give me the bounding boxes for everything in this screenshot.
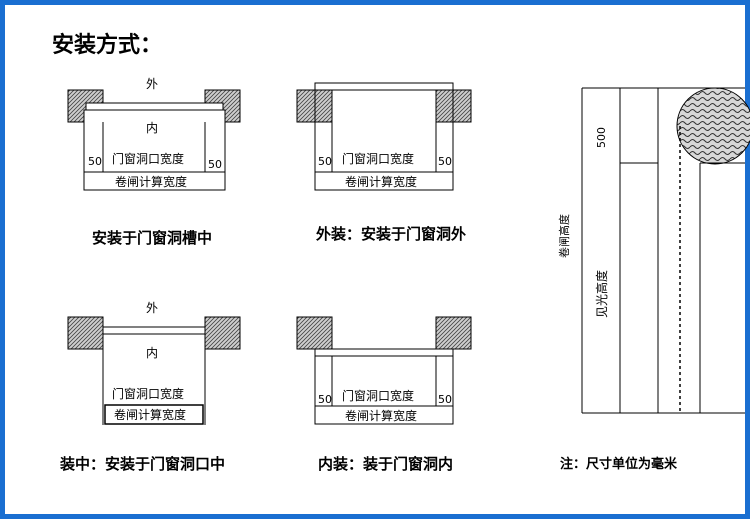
opening-width-label: 门窗洞口宽度 — [342, 388, 414, 403]
calc-width-bar — [314, 171, 454, 191]
left-wall — [296, 316, 333, 350]
opening-width-label: 门窗洞口宽度 — [112, 151, 184, 166]
margin-left-label: 50 — [318, 155, 332, 168]
calc-width-label: 卷闸计算宽度 — [114, 407, 186, 422]
caption-inside-mount: 内装：装于门窗洞内 — [318, 455, 453, 473]
margin-left-label: 50 — [88, 155, 102, 168]
margin-right-label: 50 — [438, 155, 452, 168]
diagram-inside-mount: 50 门窗洞口宽度 50 卷闸计算宽度 内装：装于门窗洞内 — [296, 316, 472, 473]
inside-label: 内 — [146, 121, 158, 135]
caption-outside-mount: 外装：安装于门窗洞外 — [315, 225, 466, 243]
calc-width-bar — [104, 404, 204, 425]
outside-label: 外 — [146, 301, 158, 315]
caption-center-mount: 装中：安装于门窗洞口中 — [59, 455, 225, 473]
top-slat — [314, 82, 454, 91]
shutter-roll-icon — [676, 87, 750, 165]
clear-height-label: 见光高度 — [594, 270, 609, 318]
top-slat — [102, 326, 206, 335]
unit-note: 注：尺寸单位为毫米 — [560, 456, 678, 472]
side-elevation: 500 卷闸高度 见光高度 注：尺寸单位为毫米 — [557, 87, 750, 472]
calc-width-label: 卷闸计算宽度 — [345, 408, 417, 423]
inside-label: 内 — [146, 346, 158, 360]
shutter-height-label: 卷闸高度 — [557, 214, 571, 258]
calc-width-bar — [314, 405, 454, 425]
diagram-in-groove: 外 内 50 门窗洞口宽度 50 卷闸计算宽度 安装于门窗洞槽中 — [67, 77, 241, 247]
frame-body — [83, 109, 226, 173]
top-slat — [314, 348, 454, 357]
calc-width-bar — [83, 171, 226, 191]
opening-width-label: 门窗洞口宽度 — [342, 151, 414, 166]
page-title: 安装方式： — [52, 32, 162, 58]
calc-width-label: 卷闸计算宽度 — [345, 174, 417, 189]
outside-label: 外 — [146, 77, 158, 91]
calc-width-label: 卷闸计算宽度 — [115, 174, 187, 189]
right-wall — [204, 316, 241, 350]
right-wall — [435, 316, 472, 350]
left-wall — [67, 316, 104, 350]
margin-right-label: 50 — [438, 393, 452, 406]
opening-width-label: 门窗洞口宽度 — [112, 386, 184, 401]
diagram-center-mount: 外 内 门窗洞口宽度 卷闸计算宽度 装中：安装于门窗洞口中 — [59, 301, 241, 473]
roll-height-label: 500 — [595, 127, 608, 148]
margin-right-label: 50 — [208, 158, 222, 171]
margin-left-label: 50 — [318, 393, 332, 406]
top-slat — [85, 102, 224, 111]
diagram-outside-mount: 50 门窗洞口宽度 50 卷闸计算宽度 外装：安装于门窗洞外 — [296, 82, 472, 243]
caption-in-groove: 安装于门窗洞槽中 — [92, 229, 212, 247]
